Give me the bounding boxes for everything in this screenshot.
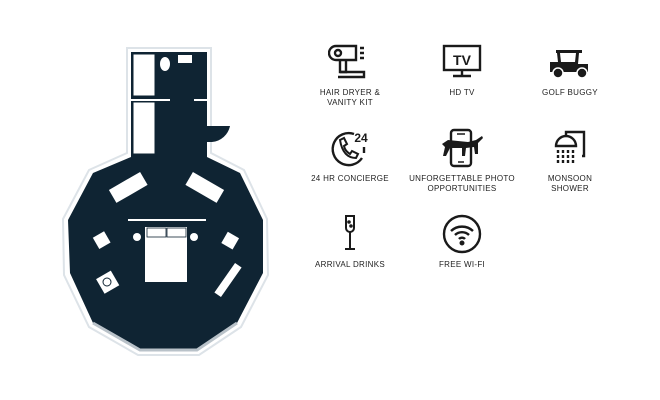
amenity-label: 24 HR CONCIERGE (311, 174, 389, 183)
amenity-label: HD TV (449, 88, 475, 97)
nightstand-lamp (190, 233, 198, 241)
amenity-hair-dryer: HAIR DRYER & VANITY KIT (285, 42, 415, 108)
wardrobe (132, 101, 156, 155)
amenity-label: MONSOON SHOWER (547, 174, 593, 193)
table (96, 270, 120, 294)
amenity-concierge: 24 24 HR CONCIERGE (285, 128, 415, 184)
champagne-icon (345, 215, 355, 250)
amenity-shower: MONSOON SHOWER (505, 128, 635, 194)
table-top (102, 277, 112, 287)
bathtub (132, 53, 156, 97)
amenity-label: GOLF BUGGY (542, 88, 598, 97)
amenity-wifi: FREE WI-FI (397, 214, 527, 270)
bathroom-wall-right (194, 99, 207, 101)
floor-plan-shape (68, 52, 263, 350)
phone-leopard-icon (442, 128, 483, 168)
toilet (160, 57, 170, 71)
tv-icon-text: TV (453, 52, 472, 68)
tv-icon: TV (442, 44, 482, 78)
amenity-label: HAIR DRYER & VANITY KIT (319, 88, 381, 107)
door (207, 126, 230, 142)
pillow (146, 227, 167, 238)
chair-right (221, 231, 240, 250)
sofa-right (185, 171, 225, 203)
sofa-left (108, 171, 148, 203)
amenity-hd-tv: TV HD TV (397, 42, 527, 98)
concierge-icon-text: 24 (354, 131, 368, 145)
floor-plan (61, 47, 270, 356)
headboard-wall (128, 219, 206, 221)
hair-dryer-icon (328, 44, 366, 79)
windows (92, 321, 238, 352)
amenity-golf-buggy: GOLF BUGGY (505, 42, 635, 98)
wifi-icon (442, 214, 482, 254)
amenity-label: ARRIVAL DRINKS (315, 260, 385, 269)
bathroom-wall-left (131, 99, 170, 101)
amenity-label: UNFORGETTABLE PHOTO OPPORTUNITIES (409, 174, 515, 193)
floor-plan-outline (61, 47, 270, 356)
chair-left (92, 231, 111, 250)
pillow (166, 227, 187, 238)
amenity-label: FREE WI-FI (438, 260, 486, 269)
amenity-photo: UNFORGETTABLE PHOTO OPPORTUNITIES (397, 128, 527, 194)
amenity-arrival-drinks: ARRIVAL DRINKS (285, 214, 415, 270)
nightstand-lamp (133, 233, 141, 241)
desk (214, 262, 242, 298)
shower-icon (554, 130, 586, 164)
golf-buggy-icon (550, 50, 588, 79)
concierge-24-icon: 24 (331, 131, 368, 167)
sink (178, 55, 192, 63)
